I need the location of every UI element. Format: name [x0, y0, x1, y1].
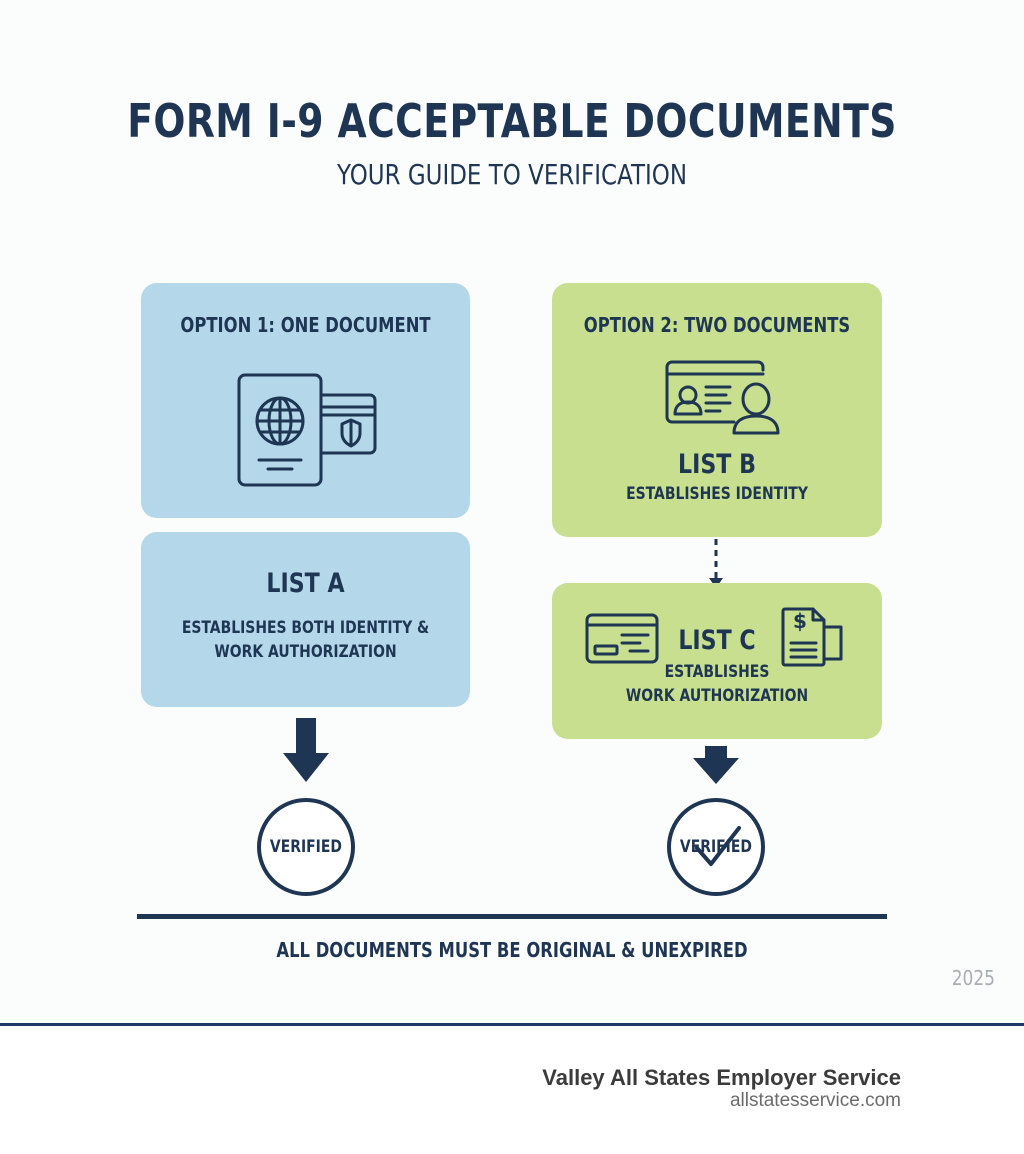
- checkmark-icon: [695, 826, 741, 866]
- list-a-desc-line1: ESTABLISHES BOTH IDENTITY &: [181, 618, 430, 638]
- list-b-title: LIST B: [678, 449, 756, 480]
- pay-document-icon: $: [781, 607, 845, 669]
- list-c-desc-line2: WORK AUTHORIZATION: [625, 686, 809, 706]
- option2-heading: OPTION 2: TWO DOCUMENTS: [583, 313, 851, 337]
- page-subtitle: YOUR GUIDE TO VERIFICATION: [336, 158, 688, 191]
- footnote: ALL DOCUMENTS MUST BE ORIGINAL & UNEXPIR…: [276, 938, 748, 962]
- list-b-panel: OPTION 2: TWO DOCUMENTS LIST B ESTABLISH…: [552, 283, 882, 537]
- website-link[interactable]: allstatesservice.com: [729, 1090, 901, 1111]
- divider-line: [137, 914, 887, 919]
- card-icon: [585, 613, 659, 665]
- identity-card-person-icon: [664, 360, 782, 436]
- option1-heading: OPTION 1: ONE DOCUMENT: [180, 313, 431, 337]
- list-c-panel: $ LIST C ESTABLISHES WORK AUTHORIZATION: [552, 583, 882, 739]
- list-a-title: LIST A: [266, 568, 345, 599]
- list-a-desc-line2: WORK AUTHORIZATION: [214, 642, 397, 662]
- company-name: Valley All States Employer Service: [542, 1065, 901, 1090]
- option1-verified-badge: VERIFIED: [257, 798, 355, 896]
- page-title: FORM I-9 ACCEPTABLE DOCUMENTS: [127, 94, 897, 148]
- year-label: 2025: [951, 966, 995, 990]
- passport-and-id-card-icon: [235, 371, 380, 489]
- list-c-desc-line1: ESTABLISHES: [664, 662, 770, 682]
- dollar-sign: $: [793, 609, 807, 633]
- footer-rule: [0, 1023, 1024, 1026]
- arrow-down-icon: [691, 746, 741, 791]
- arrow-down-icon: [281, 718, 331, 789]
- option1-panel: OPTION 1: ONE DOCUMENT: [141, 283, 470, 518]
- verified-label: VERIFIED: [269, 837, 343, 857]
- list-b-desc: ESTABLISHES IDENTITY: [626, 484, 808, 504]
- list-a-panel: LIST A ESTABLISHES BOTH IDENTITY & WORK …: [141, 532, 470, 707]
- list-c-title: LIST C: [678, 625, 756, 656]
- option2-verified-badge: VERIFIED: [667, 798, 765, 896]
